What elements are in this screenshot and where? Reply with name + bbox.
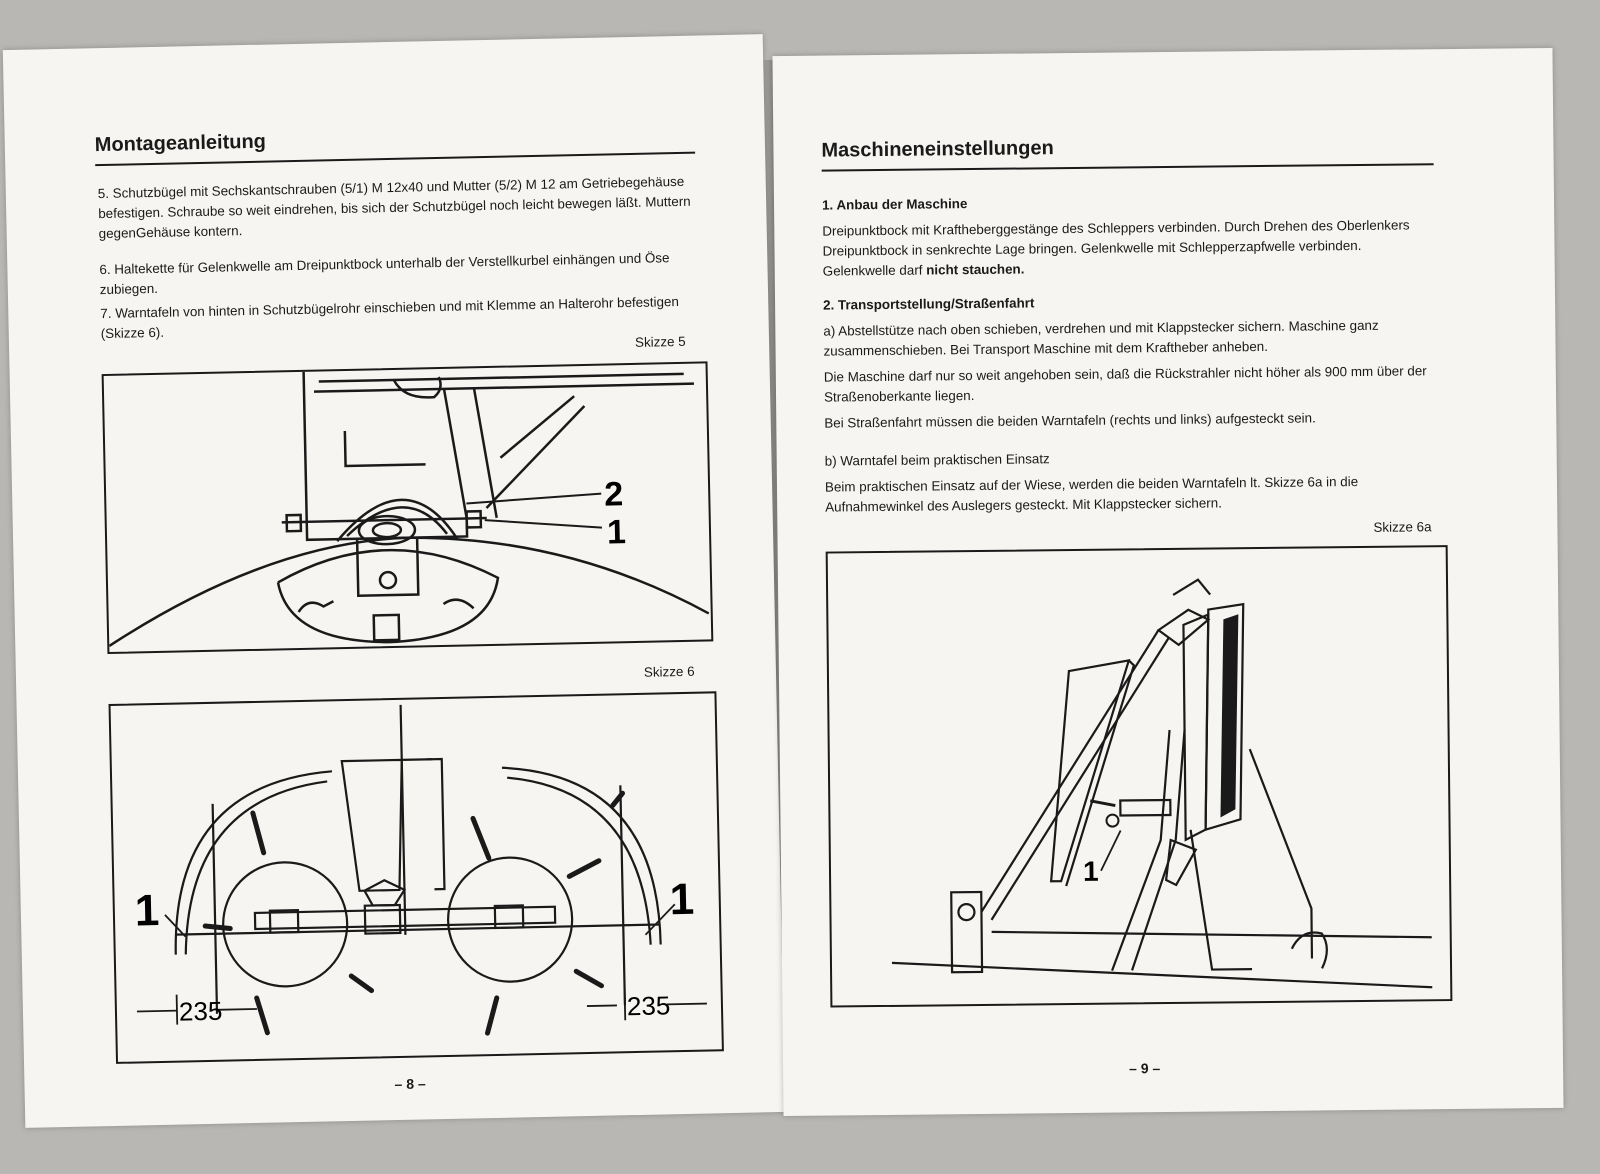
section-1-emphasis: nicht stauchen. bbox=[926, 261, 1025, 278]
height-limit-text: Die Maschine darf nur so weit angehoben … bbox=[823, 363, 1427, 405]
section-1-heading: 1. Anbau der Maschine bbox=[821, 196, 968, 213]
sketch-5-drawing: 2 1 bbox=[108, 371, 710, 648]
sketch-6a-label-1: 1 bbox=[1083, 856, 1099, 887]
sketch-5-caption: Skizze 5 bbox=[634, 333, 686, 350]
left-page-title: Montageanleitung bbox=[94, 130, 267, 157]
left-page: Montageanleitung 5. Schutzbügel mit Sech… bbox=[2, 34, 786, 1128]
section-2b-heading: b) Warntafel beim praktischen Einsatz bbox=[824, 451, 1050, 469]
road-travel-text: Bei Straßenfahrt müssen die beiden Warnt… bbox=[824, 410, 1316, 431]
sketch-6-caption: Skizze 6 bbox=[643, 663, 695, 680]
sketch-6-label-right-1: 1 bbox=[669, 875, 695, 925]
step-7-text: 7. Warntafeln von hinten in Schutzbügelr… bbox=[100, 293, 679, 342]
sketch-5-label-1: 1 bbox=[607, 513, 627, 551]
sketch-6-dim-left: 235 bbox=[179, 996, 223, 1027]
sketch-6-dim-right: 235 bbox=[627, 990, 671, 1021]
right-page-title: Maschineneinstellungen bbox=[821, 137, 1054, 162]
right-page: Maschineneinstellungen 1. Anbau der Masc… bbox=[772, 47, 1564, 1117]
sketch-5-label-2: 2 bbox=[604, 475, 624, 513]
field-use-text: Beim praktischen Einsatz auf der Wiese, … bbox=[824, 474, 1359, 515]
title-rule bbox=[821, 163, 1434, 172]
section-2a-text: a) Abstellstütze nach oben schieben, ver… bbox=[823, 317, 1379, 359]
left-page-number: – 8 – bbox=[394, 1075, 426, 1093]
section-2-heading: 2. Transportstellung/Straßenfahrt bbox=[823, 295, 1035, 313]
section-1-body: Dreipunktbock mit Kraftheberggestänge de… bbox=[822, 217, 1410, 279]
sketch-6a-drawing: 1 bbox=[891, 578, 1433, 989]
step-5-text: 5. Schutzbügel mit Sechskantschrauben (5… bbox=[97, 173, 691, 242]
sketch-5-figure: 2 1 bbox=[101, 361, 714, 655]
sketch-6-figure: 1 1 235 235 bbox=[108, 691, 724, 1064]
step-6-text: 6. Haltekette für Gelenkwelle am Dreipun… bbox=[99, 250, 670, 298]
sketch-6a-figure: 1 bbox=[825, 545, 1453, 1008]
right-page-number: – 9 – bbox=[1129, 1060, 1161, 1077]
sketch-6-drawing: 1 1 235 235 bbox=[134, 704, 707, 1036]
sketch-6a-caption: Skizze 6a bbox=[1373, 519, 1432, 535]
section-1-text: Dreipunktbock mit Kraftheberggestänge de… bbox=[822, 215, 1435, 281]
sketch-6-label-left-1: 1 bbox=[134, 886, 160, 936]
